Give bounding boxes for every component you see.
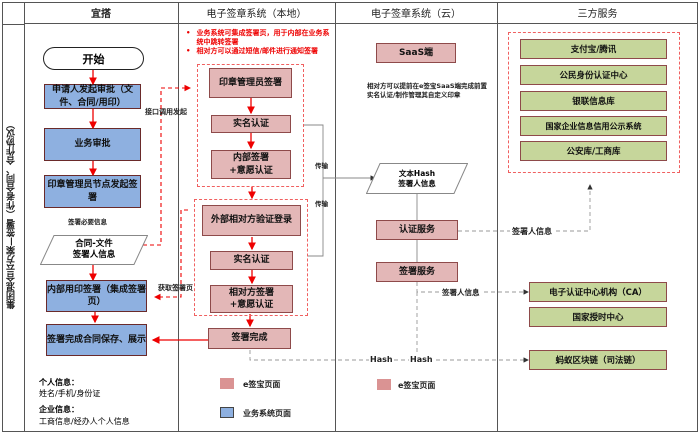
third-party-alipay-tencent[interactable]: 支付宝/腾讯	[520, 39, 667, 59]
legend-esign-swatch-cloud	[377, 379, 391, 390]
enterprise-info-title: 企业信息：	[39, 405, 79, 415]
dashed-arrow-api-call	[143, 84, 192, 246]
internal-sign-will-node[interactable]: 内部签署 +意愿认证	[211, 150, 291, 179]
column-header-third: 三方服务	[497, 2, 698, 24]
hash-data-text: 文本Hash 签署人信息	[398, 168, 436, 188]
counter-sign-will-node[interactable]: 相对方签署 +意愿认证	[210, 285, 293, 313]
seal-admin-initiate-node[interactable]: 印章管理员节点发起签署	[44, 175, 141, 208]
doc-data-text: 合同-文件 签署人信息	[72, 238, 116, 260]
column-header-cloud: 电子签章系统（云）	[335, 2, 497, 24]
info-panel: 个人信息： 姓名/手机/身份证 企业信息： 工商信息/经办人个人信息	[39, 377, 130, 427]
column-divider	[24, 2, 25, 432]
dashed-arrow-get-page	[153, 209, 188, 301]
dashed-signer-info-line	[458, 184, 593, 232]
personal-info-detail: 姓名/手机/身份证	[39, 389, 101, 399]
column-divider	[178, 2, 179, 432]
transfer-line	[304, 124, 324, 178]
column-divider	[335, 2, 336, 432]
third-party-police-business[interactable]: 公安库/工商库	[520, 141, 667, 161]
third-party-credit-system[interactable]: 国家企业信息信用公示系统	[520, 116, 667, 136]
enterprise-info-detail: 工商信息/经办人个人信息	[39, 416, 130, 426]
dashed-hash-line	[249, 350, 529, 363]
external-login-node[interactable]: 外部相对方验证登录	[202, 205, 301, 236]
internal-sign-node[interactable]: 内部用印签署（集成签署页）	[46, 280, 147, 312]
transfer-label-1: 传输	[315, 162, 328, 170]
third-party-blockchain[interactable]: 蚂蚁区块链（司法链）	[529, 350, 667, 370]
column-header-yida: 宜搭	[24, 2, 178, 24]
realname-auth-node-1[interactable]: 实名认证	[211, 115, 291, 133]
hash-label-1: Hash	[369, 355, 394, 364]
legend-esign-label-cloud: e签宝页面	[398, 381, 436, 390]
legend-esign-label: e签宝页面	[243, 380, 281, 389]
note-item: 相对方可以通过短信/邮件进行通知签署	[196, 47, 319, 56]
hash-label-2: Hash	[409, 355, 434, 364]
auth-service-node[interactable]: 认证服务	[376, 220, 458, 240]
realname-auth-node-2[interactable]: 实名认证	[210, 251, 293, 270]
saas-node[interactable]: SaaS端	[376, 43, 456, 63]
signer-info-label-1: 签署人信息	[510, 226, 554, 237]
api-call-label: 接口调用发起	[145, 108, 187, 116]
local-notes: •业务系统可集成签署页，用于内部在业务系统中跳转签署 •相对方可以通过短信/邮件…	[186, 29, 336, 56]
column-divider	[497, 2, 498, 432]
seal-admin-sign-node[interactable]: 印章管理员签署	[209, 68, 292, 98]
column-header-local: 电子签章系统（本地）	[178, 2, 335, 24]
start-node[interactable]: 开始	[43, 47, 144, 70]
cloud-note: 相对方可以提前在e签宝SaaS端完成前置实名认证/制作管理其自定义印章	[367, 82, 488, 99]
third-party-ca[interactable]: 电子认证中心机构（CA）	[529, 282, 667, 302]
complete-save-node[interactable]: 签署完成合同保存、展示	[46, 324, 147, 356]
note-item: 业务系统可集成签署页，用于内部在业务系统中跳转签署	[196, 29, 330, 47]
get-page-label: 获取签署页	[158, 284, 193, 292]
doc-data-node: 合同-文件 签署人信息	[40, 235, 148, 265]
transfer-label-2: 传输	[315, 200, 328, 208]
required-info-label: 签署必要信息	[68, 218, 107, 226]
internal-sign-group	[197, 64, 304, 187]
signer-info-label-2: 签署人信息	[440, 287, 482, 298]
personal-info-title: 个人信息：	[39, 378, 79, 387]
legend-biz-swatch	[220, 407, 234, 418]
sign-complete-node[interactable]: 签署完成	[208, 328, 291, 349]
external-sign-group	[194, 199, 308, 316]
sign-service-node[interactable]: 签署服务	[376, 262, 458, 282]
hash-data-node: 文本Hash 签署人信息	[366, 163, 468, 194]
header-divider	[2, 24, 24, 25]
apply-approval-node[interactable]: 申请人发起审批（文件、合同/用印）	[44, 84, 141, 109]
business-approval-node[interactable]: 业务审批	[44, 128, 141, 161]
third-party-id-center[interactable]: 公民身份认证中心	[520, 65, 667, 85]
verification-sources-group	[508, 32, 680, 173]
third-party-time-center[interactable]: 国家授时中心	[529, 307, 667, 327]
third-party-unionpay[interactable]: 银联信息库	[520, 91, 667, 111]
legend-biz-label: 业务系统页面	[243, 409, 291, 418]
legend-esign-swatch	[220, 378, 234, 389]
transfer-line	[308, 178, 324, 257]
